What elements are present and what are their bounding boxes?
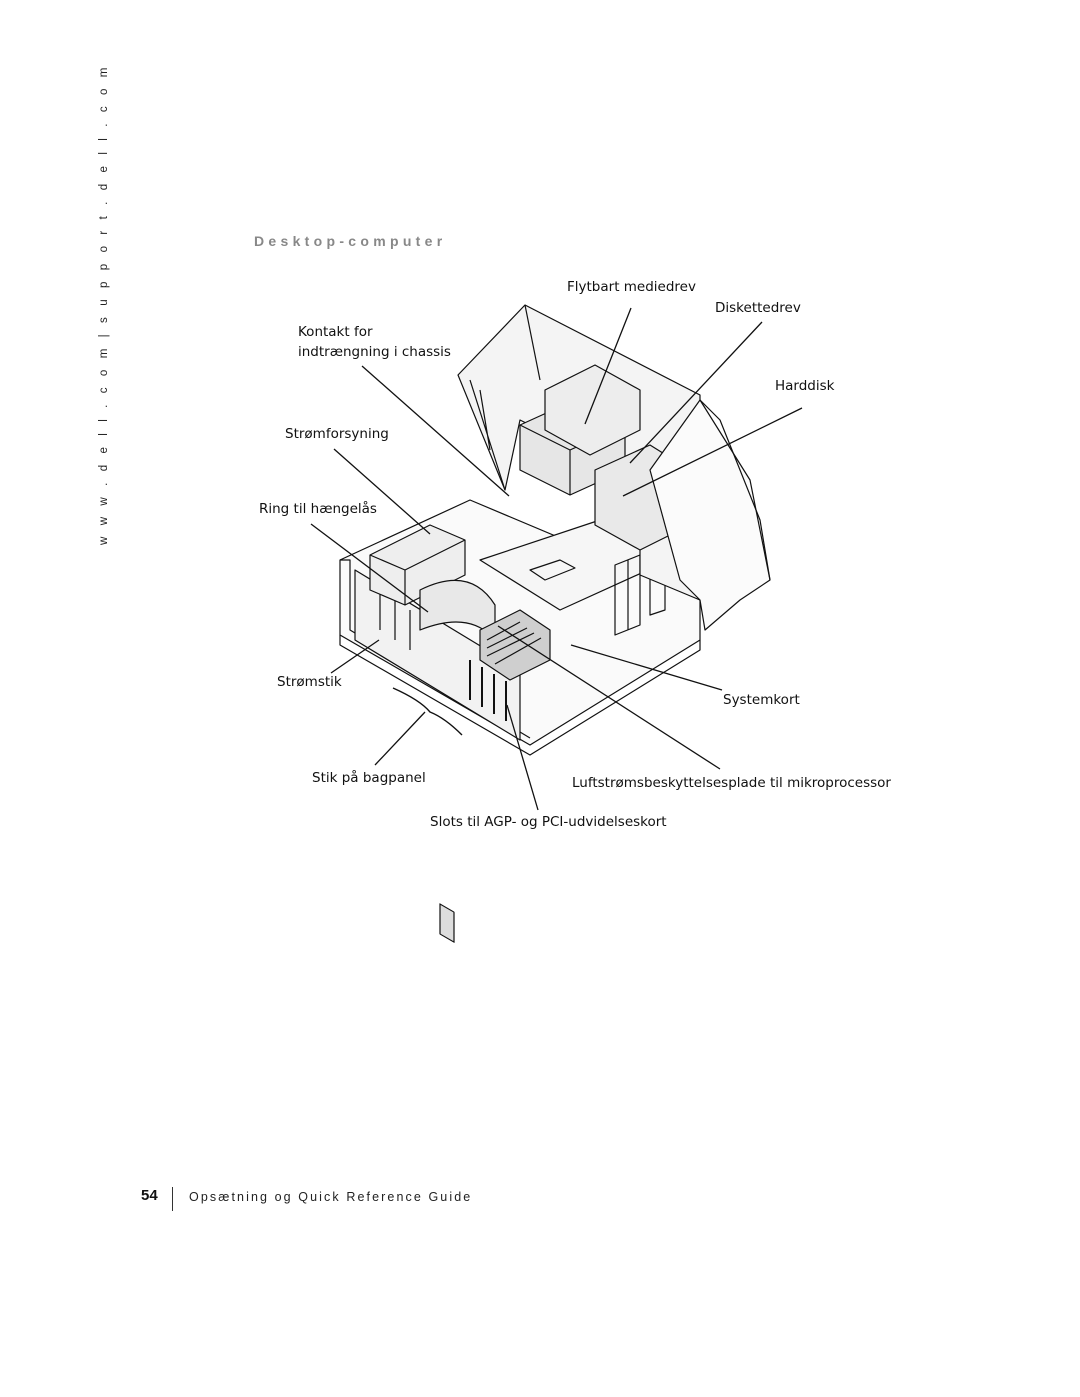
section-title: Desktop-computer [254,233,447,249]
label-stromforsyning: Strømforsyning [285,426,389,442]
label-stik-bagpanel: Stik på bagpanel [312,770,426,786]
label-luftstroemsplade: Luftstrømsbeskyttelsesplade til mikropro… [572,775,891,791]
label-systemkort: Systemkort [723,692,800,708]
label-ring-haengelaas: Ring til hængelås [259,501,377,517]
page-number: 54 [141,1187,158,1204]
footer-divider [172,1187,173,1211]
label-kontakt-line2: indtrængning i chassis [298,344,451,360]
label-diskettedrev: Diskettedrev [715,300,801,316]
label-harddisk: Harddisk [775,378,835,394]
label-stromstik: Strømstik [277,674,342,690]
label-flytbart-mediedrev: Flytbart mediedrev [567,279,696,295]
label-slots: Slots til AGP- og PCI-udvidelseskort [430,814,667,830]
guide-title: Opsætning og Quick Reference Guide [189,1190,473,1204]
label-kontakt-line1: Kontakt for [298,324,373,340]
